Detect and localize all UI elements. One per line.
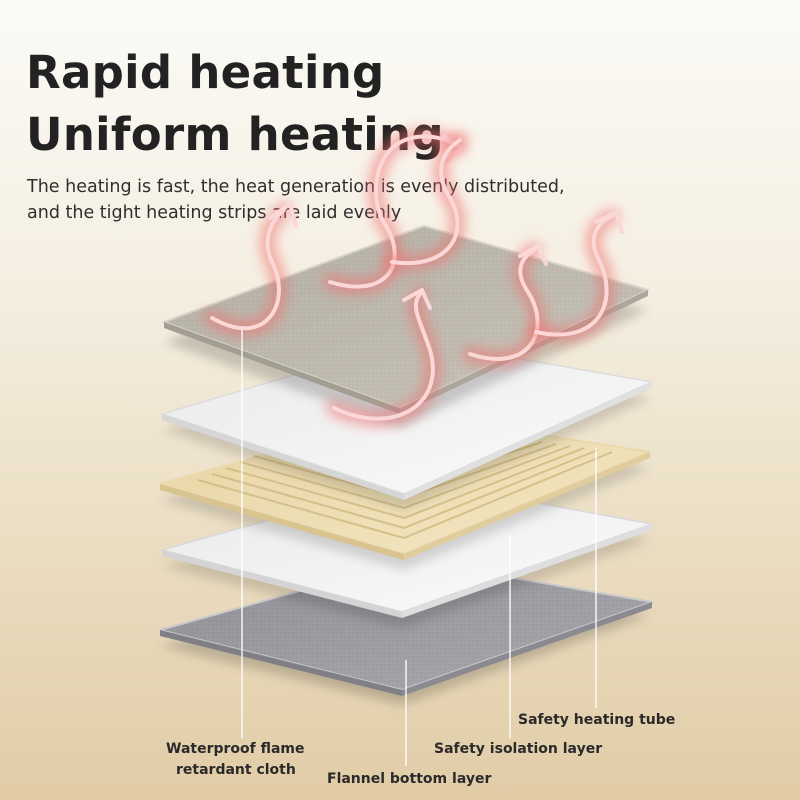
heat-wave-arrow-icon [384,132,468,272]
heat-wave-arrow-icon [462,242,548,367]
label-safety-heating-tube: Safety heating tube [518,712,676,728]
label-waterproof-line-1: Waterproof flame [166,741,305,757]
heat-wave-arrow-icon [528,208,624,343]
heat-wave-arrow-icon [204,202,298,337]
label-leader-lines [241,330,597,766]
headline-rapid-heating: Rapid heating [26,46,385,99]
label-waterproof-line-2: retardant cloth [176,762,296,778]
label-safety-isolation-layer: Safety isolation layer [434,741,603,757]
headline-uniform-heating: Uniform heating [26,108,444,161]
description-line-2: and the tight heating strips are laid ev… [27,203,402,223]
description-line-1: The heating is fast, the heat generation… [27,177,565,197]
label-flannel-bottom-layer: Flannel bottom layer [327,771,492,787]
heat-wave-arrow-icon [326,286,441,427]
heat-arrows [204,128,624,427]
